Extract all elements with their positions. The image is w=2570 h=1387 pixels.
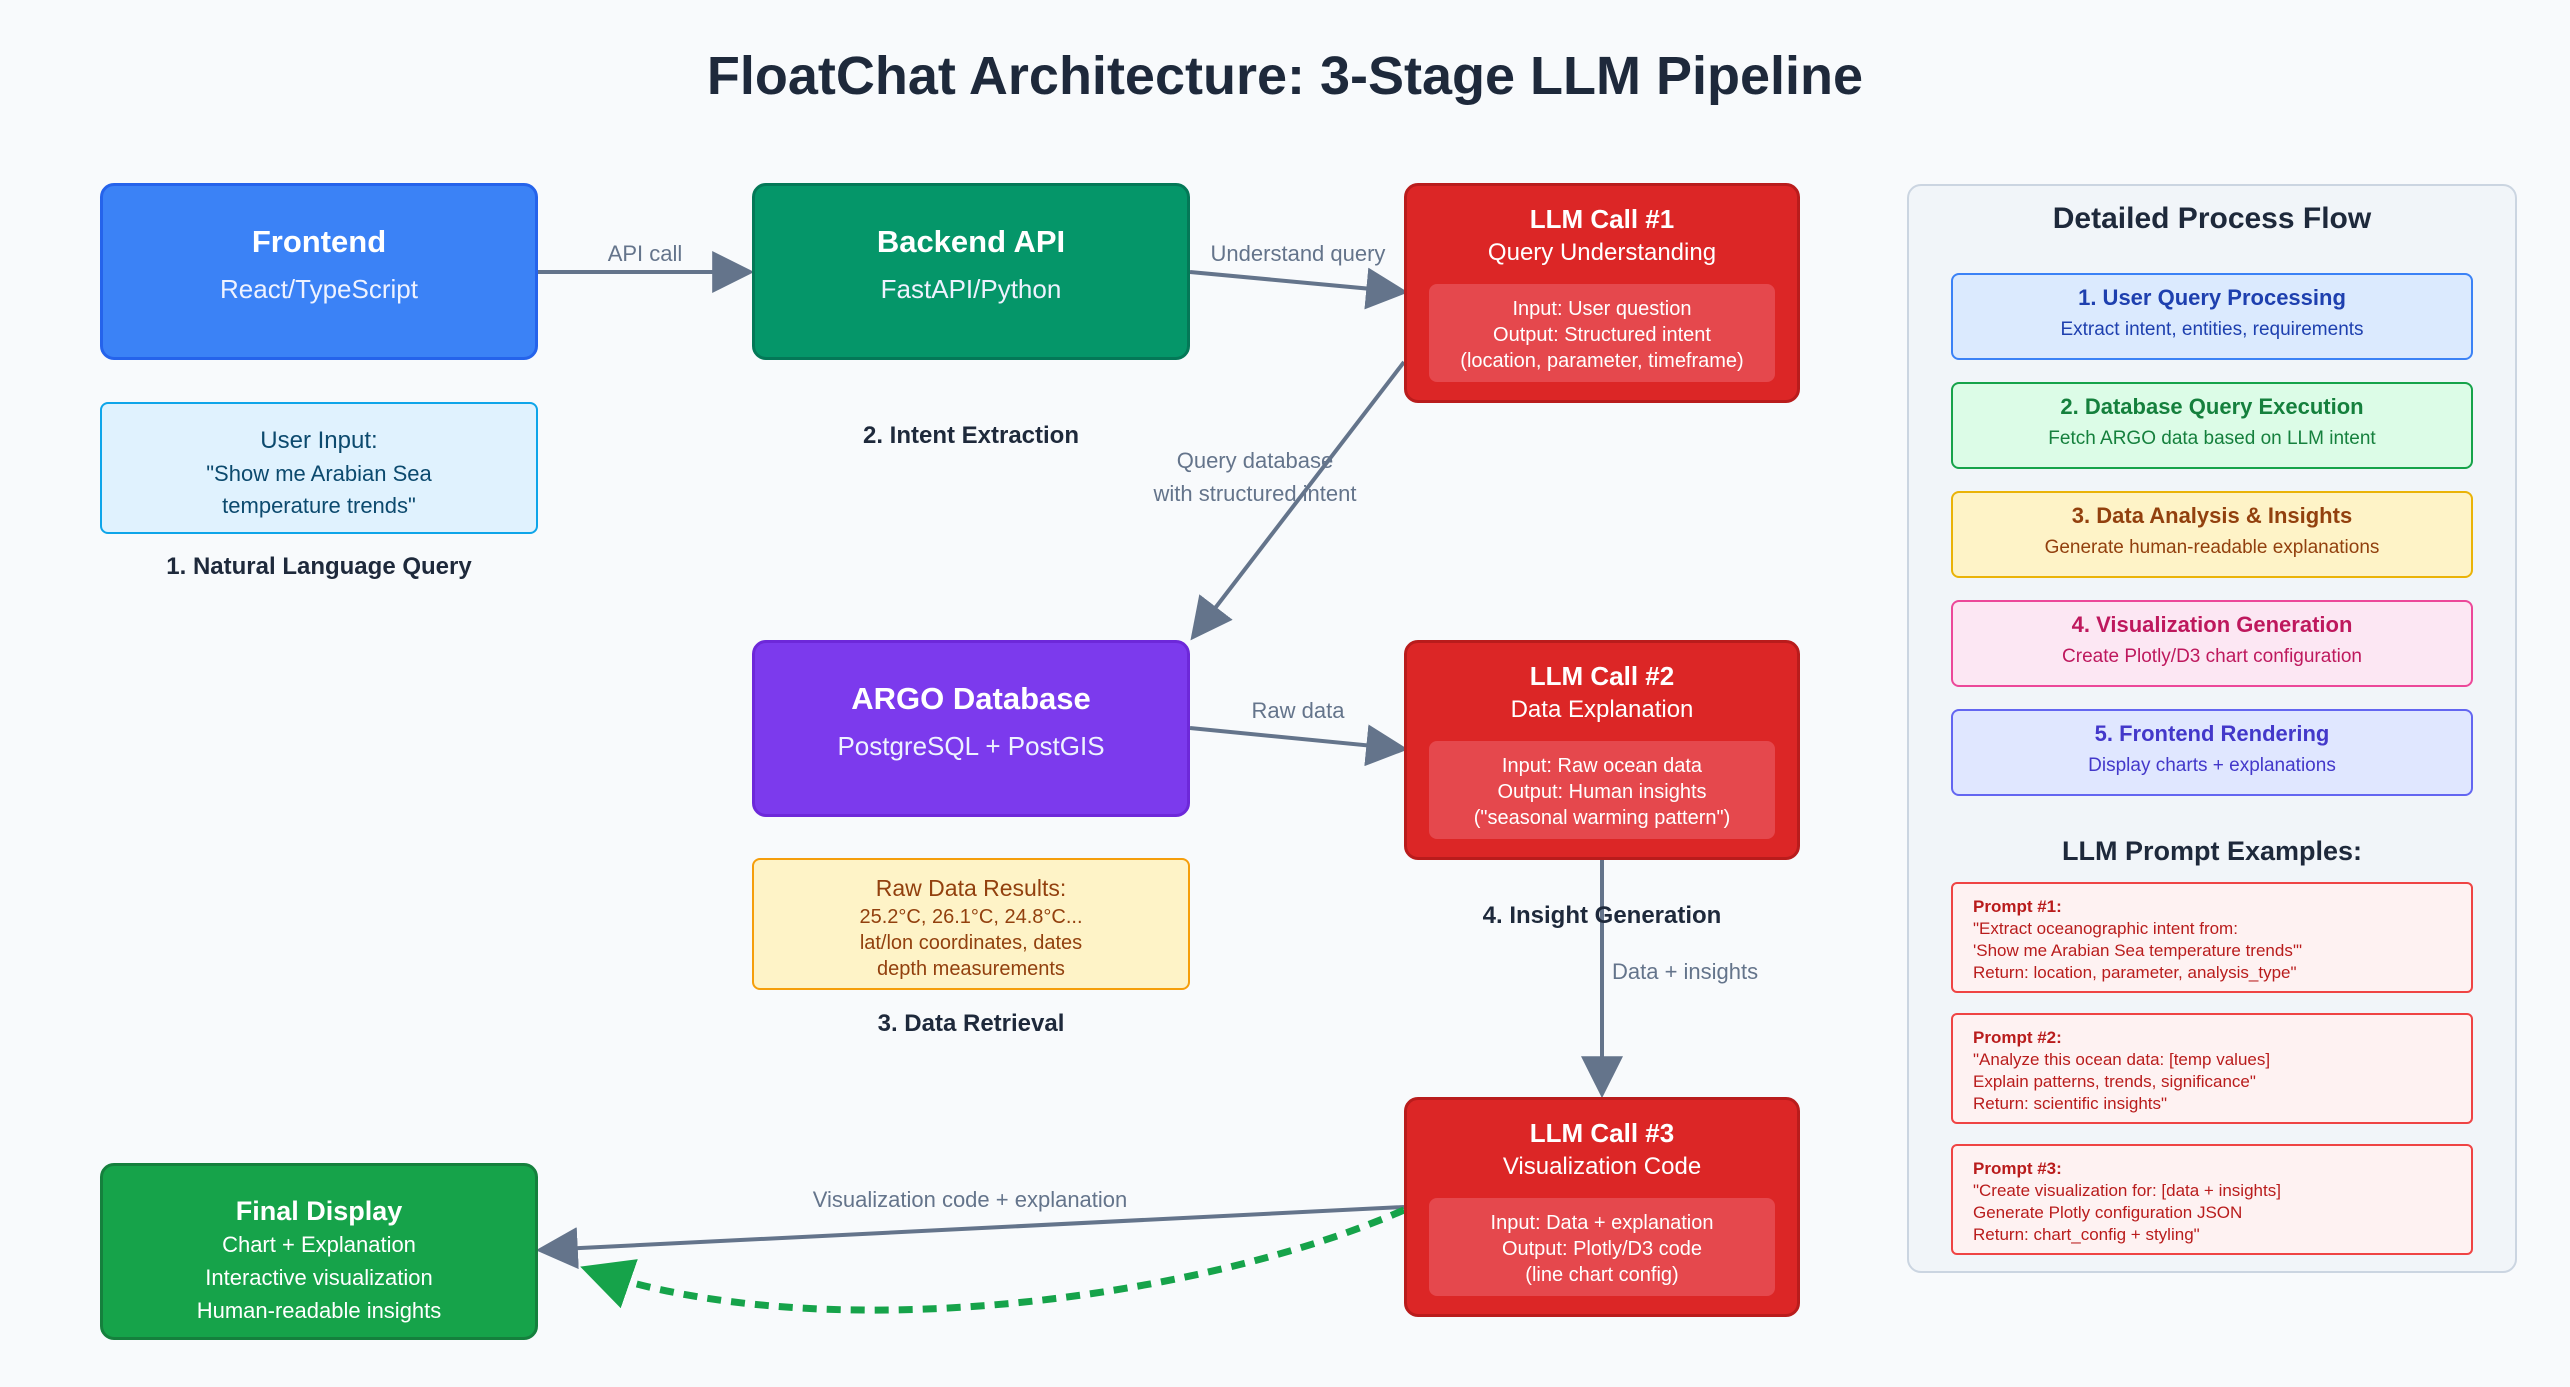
prompt-example-title: Prompt #3: [1973,1159,2062,1178]
llm3-details: Input: Data + explanation Output: Plotly… [1429,1198,1775,1296]
raw-data-results-box: Raw Data Results: 25.2°C, 26.1°C, 24.8°C… [752,858,1190,990]
frontend-subtitle: React/TypeScript [220,274,418,304]
llm1-title: LLM Call #1 [1529,204,1675,234]
stage-label-4: 4. Insight Generation [1482,902,1722,929]
llm1-output: Output: Structured intent [1493,324,1711,346]
process-flow-title: Detailed Process Flow [2052,202,2372,235]
arrow-database-to-llm2 [1189,724,1409,767]
edge-label-api-call: API call [607,241,683,266]
edge-label-raw-data: Raw data [1251,698,1345,723]
llm2-output: Output: Human insights [1497,781,1707,803]
arrow-backend-to-llm1 [1189,267,1409,310]
process-step-description: Fetch ARGO data based on LLM intent [2048,428,2376,449]
database-subtitle: PostgreSQL + PostGIS [837,731,1105,761]
llm2-input: Input: Raw ocean data [1501,755,1703,777]
process-step-title: 2. Database Query Execution [2060,394,2364,419]
llm2-details: Input: Raw ocean data Output: Human insi… [1429,741,1775,839]
process-step-title: 4. Visualization Generation [2071,612,2353,637]
backend-subtitle: FastAPI/Python [880,274,1062,304]
raw-results-line: 25.2°C, 26.1°C, 24.8°C... [859,906,1083,928]
edge-label-query-database: Query database [1176,448,1334,473]
arrow-llm3-to-final [535,1205,1405,1270]
llm3-subtitle: Visualization Code [1502,1153,1702,1180]
edge-label-structured-intent: with structured intent [1153,481,1357,506]
final-line: Interactive visualization [205,1265,433,1290]
prompt-example-line: Return: scientific insights" [1973,1094,2168,1113]
prompt-example-line: Return: chart_config + styling" [1973,1225,2200,1244]
llm1-subtitle: Query Understanding [1487,239,1717,266]
llm-call-1-node: LLM Call #1 Query Understanding Input: U… [1404,183,1800,403]
frontend-title: Frontend [251,224,387,259]
prompt-example-line: Return: location, parameter, analysis_ty… [1973,963,2297,982]
process-flow-panel: Detailed Process Flow 1. User Query Proc… [1907,184,2517,1273]
llm2-note: ("seasonal warming pattern") [1473,807,1731,829]
final-title: Final Display [235,1196,403,1226]
user-input-text: temperature trends" [222,493,416,518]
prompt-example-1: Prompt #1: "Extract oceanographic intent … [1951,882,2473,993]
prompt-example-line: Generate Plotly configuration JSON [1973,1203,2243,1222]
backend-title: Backend API [876,224,1066,259]
final-line: Chart + Explanation [222,1232,416,1257]
edge-label-viz-code: Visualization code + explanation [812,1187,1128,1212]
process-step-title: 3. Data Analysis & Insights [2071,503,2353,528]
prompt-examples-title: LLM Prompt Examples: [2061,836,2363,866]
prompt-example-line: "Analyze this ocean data: [temp values] [1973,1050,2271,1069]
prompt-example-line: "Extract oceanographic intent from: [1973,919,2238,938]
page-title: FloatChat Architecture: 3-Stage LLM Pipe… [706,46,1864,106]
process-step-description: Extract intent, entities, requirements [2060,319,2364,340]
final-line: Human-readable insights [196,1298,442,1323]
llm3-note: (line chart config) [1525,1264,1679,1286]
user-input-label: User Input: [260,427,378,454]
arrow-llm1-to-database [1190,360,1406,641]
raw-results-line: depth measurements [877,958,1065,980]
llm-call-2-node: LLM Call #2 Data Explanation Input: Raw … [1404,640,1800,860]
process-step-description: Generate human-readable explanations [2044,537,2380,558]
final-display-node: Final Display Chart + Explanation Intera… [100,1163,538,1340]
llm-call-3-node: LLM Call #3 Visualization Code Input: Da… [1404,1097,1800,1317]
user-input-text: "Show me Arabian Sea [206,461,432,486]
llm1-input: Input: User question [1512,298,1692,320]
process-step-title: 1. User Query Processing [2078,285,2346,310]
stage-label-2: 2. Intent Extraction [862,422,1080,449]
stage-label-3: 3. Data Retrieval [877,1010,1065,1037]
user-input-box: User Input: "Show me Arabian Sea tempera… [100,402,538,534]
feedback-arrow [580,1206,1406,1314]
prompt-example-line: Explain patterns, trends, significance" [1973,1072,2256,1091]
llm2-subtitle: Data Explanation [1510,696,1694,723]
llm1-details: Input: User question Output: Structured … [1429,284,1775,382]
backend-node: Backend API FastAPI/Python [752,183,1190,360]
raw-results-line: lat/lon coordinates, dates [859,932,1083,954]
prompt-example-title: Prompt #1: [1973,897,2062,916]
prompt-example-line: 'Show me Arabian Sea temperature trends'… [1973,941,2303,960]
process-step-title: 5. Frontend Rendering [2094,721,2330,746]
edge-label-data-insights: Data + insights [1612,959,1759,984]
prompt-example-3: Prompt #3: "Create visualization for: [da… [1951,1144,2473,1255]
database-node: ARGO Database PostgreSQL + PostGIS [752,640,1190,817]
stage-label-1: 1. Natural Language Query [166,553,472,580]
raw-results-label: Raw Data Results: [875,875,1067,901]
process-step-description: Display charts + explanations [2088,755,2336,776]
prompt-example-title: Prompt #2: [1973,1028,2062,1047]
llm3-output: Output: Plotly/D3 code [1501,1238,1703,1260]
llm3-input: Input: Data + explanation [1490,1212,1714,1234]
llm1-note: (location, parameter, timeframe) [1460,350,1744,372]
prompt-example-line: "Create visualization for: [data + insig… [1973,1181,2281,1200]
llm2-title: LLM Call #2 [1529,661,1675,691]
llm3-title: LLM Call #3 [1529,1118,1675,1148]
edge-label-understand-query: Understand query [1210,241,1386,266]
database-title: ARGO Database [851,681,1091,716]
process-step-description: Create Plotly/D3 chart configuration [2062,646,2362,667]
frontend-node: Frontend React/TypeScript [100,183,538,360]
prompt-example-2: Prompt #2: "Analyze this ocean data: [tem… [1951,1013,2473,1124]
